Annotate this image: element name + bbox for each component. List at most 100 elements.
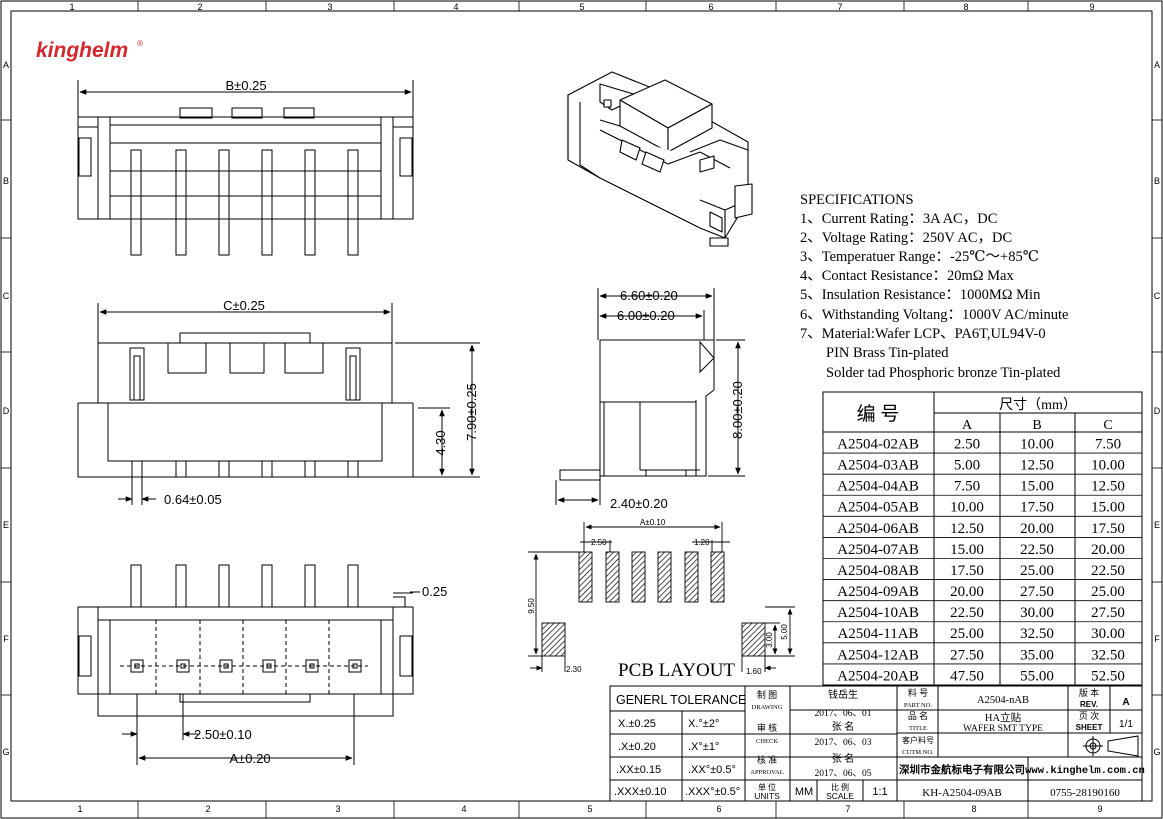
table-cell: 17.50	[1020, 500, 1054, 516]
svg-text:UNITS: UNITS	[754, 791, 780, 801]
table-cell: 12.50	[1091, 479, 1125, 495]
spec-line: PIN Brass Tin-plated	[826, 345, 949, 361]
svg-text:E: E	[3, 520, 9, 530]
table-cell: 30.00	[1020, 605, 1054, 621]
svg-text:REV.: REV.	[1080, 700, 1098, 709]
table-cell: 27.50	[1020, 584, 1054, 600]
svg-text:1: 1	[77, 804, 82, 814]
svg-text:4: 4	[461, 804, 466, 814]
table-cell: 17.50	[950, 563, 984, 579]
svg-text:张 名: 张 名	[832, 720, 855, 733]
pcb-signal-pads	[578, 551, 725, 603]
svg-text:D: D	[1154, 406, 1161, 416]
dim-side-h: 8.00±0.20	[730, 381, 745, 439]
dim-top-width: B±0.25	[225, 78, 266, 93]
pcb-layout	[528, 522, 795, 672]
svg-text:F: F	[1154, 634, 1160, 644]
tol-cell: .XX±0.15	[616, 764, 661, 776]
svg-text:5: 5	[579, 2, 584, 12]
dim-front-h2: 7.90±0.25	[464, 383, 479, 441]
svg-text:A: A	[1154, 60, 1160, 70]
svg-text:HA立贴: HA立贴	[985, 711, 1022, 724]
svg-text:B: B	[3, 176, 9, 186]
table-cell: 35.00	[1020, 647, 1054, 663]
brand-mark: ®	[137, 39, 143, 48]
table-part-number: A2504-03AB	[837, 458, 919, 474]
svg-text:8: 8	[971, 804, 976, 814]
svg-text:C: C	[1154, 291, 1161, 301]
table-cell: 25.00	[950, 626, 984, 642]
table-part-number: A2504-10AB	[837, 605, 919, 621]
table-part-number: A2504-09AB	[837, 584, 919, 600]
svg-text:B: B	[1154, 176, 1160, 186]
table-header-size: 尺寸（mm）	[999, 397, 1077, 413]
dim-bottom-pitch: 2.50±0.10	[194, 727, 252, 742]
table-cell: 10.00	[1020, 436, 1054, 452]
pcb-mount-pads	[541, 622, 766, 657]
svg-text:9: 9	[1089, 2, 1094, 12]
tol-cell: X.°±2°	[688, 718, 719, 730]
table-cell: 12.50	[950, 521, 984, 537]
svg-text:7: 7	[845, 804, 850, 814]
svg-text:2017、06、01: 2017、06、01	[814, 709, 871, 719]
spec-line: 1、Current Rating：3A AC，DC	[800, 211, 997, 227]
document-number: KH-A2504-09AB	[922, 787, 1001, 799]
svg-text:页 次: 页 次	[1079, 710, 1099, 721]
svg-text:9: 9	[1097, 804, 1102, 814]
dim-pcb-950: 9.50	[527, 598, 536, 614]
spec-line: 3、Temperatuer Range：-25℃～+85℃	[800, 249, 1039, 265]
svg-text:料 号: 料 号	[908, 687, 928, 698]
tol-cell: .XXX°±0.5°	[685, 786, 740, 798]
table-cell: 22.50	[950, 605, 984, 621]
table-cell: 47.50	[950, 668, 984, 684]
table-cell: 10.00	[1091, 458, 1125, 474]
svg-text:A: A	[3, 60, 9, 70]
svg-text:PART NO.: PART NO.	[904, 702, 933, 709]
svg-text:6: 6	[716, 804, 721, 814]
spec-line: 2、Voltage Rating：250V AC，DC	[800, 230, 1012, 246]
spec-line: 4、Contact Resistance：20mΩ Max	[800, 268, 1014, 284]
svg-text:2017、06、05: 2017、06、05	[814, 769, 871, 779]
projection-symbol-icon	[1083, 735, 1139, 757]
table-cell: 2.50	[954, 436, 980, 452]
dim-side-w2: 6.00±0.20	[617, 308, 675, 323]
svg-text:F: F	[3, 634, 9, 644]
table-cell: 10.00	[950, 500, 984, 516]
table-cell: 15.00	[1020, 479, 1054, 495]
tol-title: GENERL TOLERANCE	[616, 693, 746, 707]
bottom-view-pads	[130, 659, 362, 673]
table-cell: 7.50	[1095, 436, 1121, 452]
svg-text:WAFER SMT TYPE: WAFER SMT TYPE	[963, 724, 1043, 734]
svg-text:8: 8	[963, 2, 968, 12]
dim-pcb-160: 1.60	[746, 667, 762, 676]
table-part-number: A2504-02AB	[837, 436, 919, 452]
spec-line: Solder tad Phosphoric bronze Tin-plated	[826, 365, 1061, 381]
table-header-col: A	[962, 418, 973, 433]
svg-text:钱岳生: 钱岳生	[828, 688, 858, 701]
brand-name: kinghelm	[36, 39, 128, 62]
svg-text:2: 2	[205, 804, 210, 814]
table-cell: 27.50	[950, 647, 984, 663]
dim-pcb-500: 5.00	[780, 624, 789, 640]
dim-pcb-120: 1.20	[694, 538, 710, 547]
table-part-number: A2504-06AB	[837, 521, 919, 537]
svg-text:2: 2	[197, 2, 202, 12]
svg-text:G: G	[1153, 747, 1160, 757]
table-cell: 32.50	[1091, 647, 1125, 663]
iso-view	[567, 71, 753, 247]
dim-side-w1: 6.60±0.20	[620, 288, 678, 303]
svg-text:张 名: 张 名	[832, 752, 855, 765]
dim-bottom-pad: 0.25	[422, 584, 447, 599]
table-cell: 25.00	[1020, 563, 1054, 579]
table-cell: 7.50	[954, 479, 980, 495]
table-part-number: A2504-05AB	[837, 500, 919, 516]
svg-text:DRAWING: DRAWING	[752, 704, 783, 711]
dim-pcb-250: 2.50	[591, 538, 607, 547]
company-phone: 0755-28190160	[1050, 787, 1120, 799]
table-part-number: A2504-11AB	[837, 626, 918, 642]
bottom-view-pins	[130, 564, 359, 608]
svg-text:客户料号: 客户料号	[902, 735, 934, 745]
